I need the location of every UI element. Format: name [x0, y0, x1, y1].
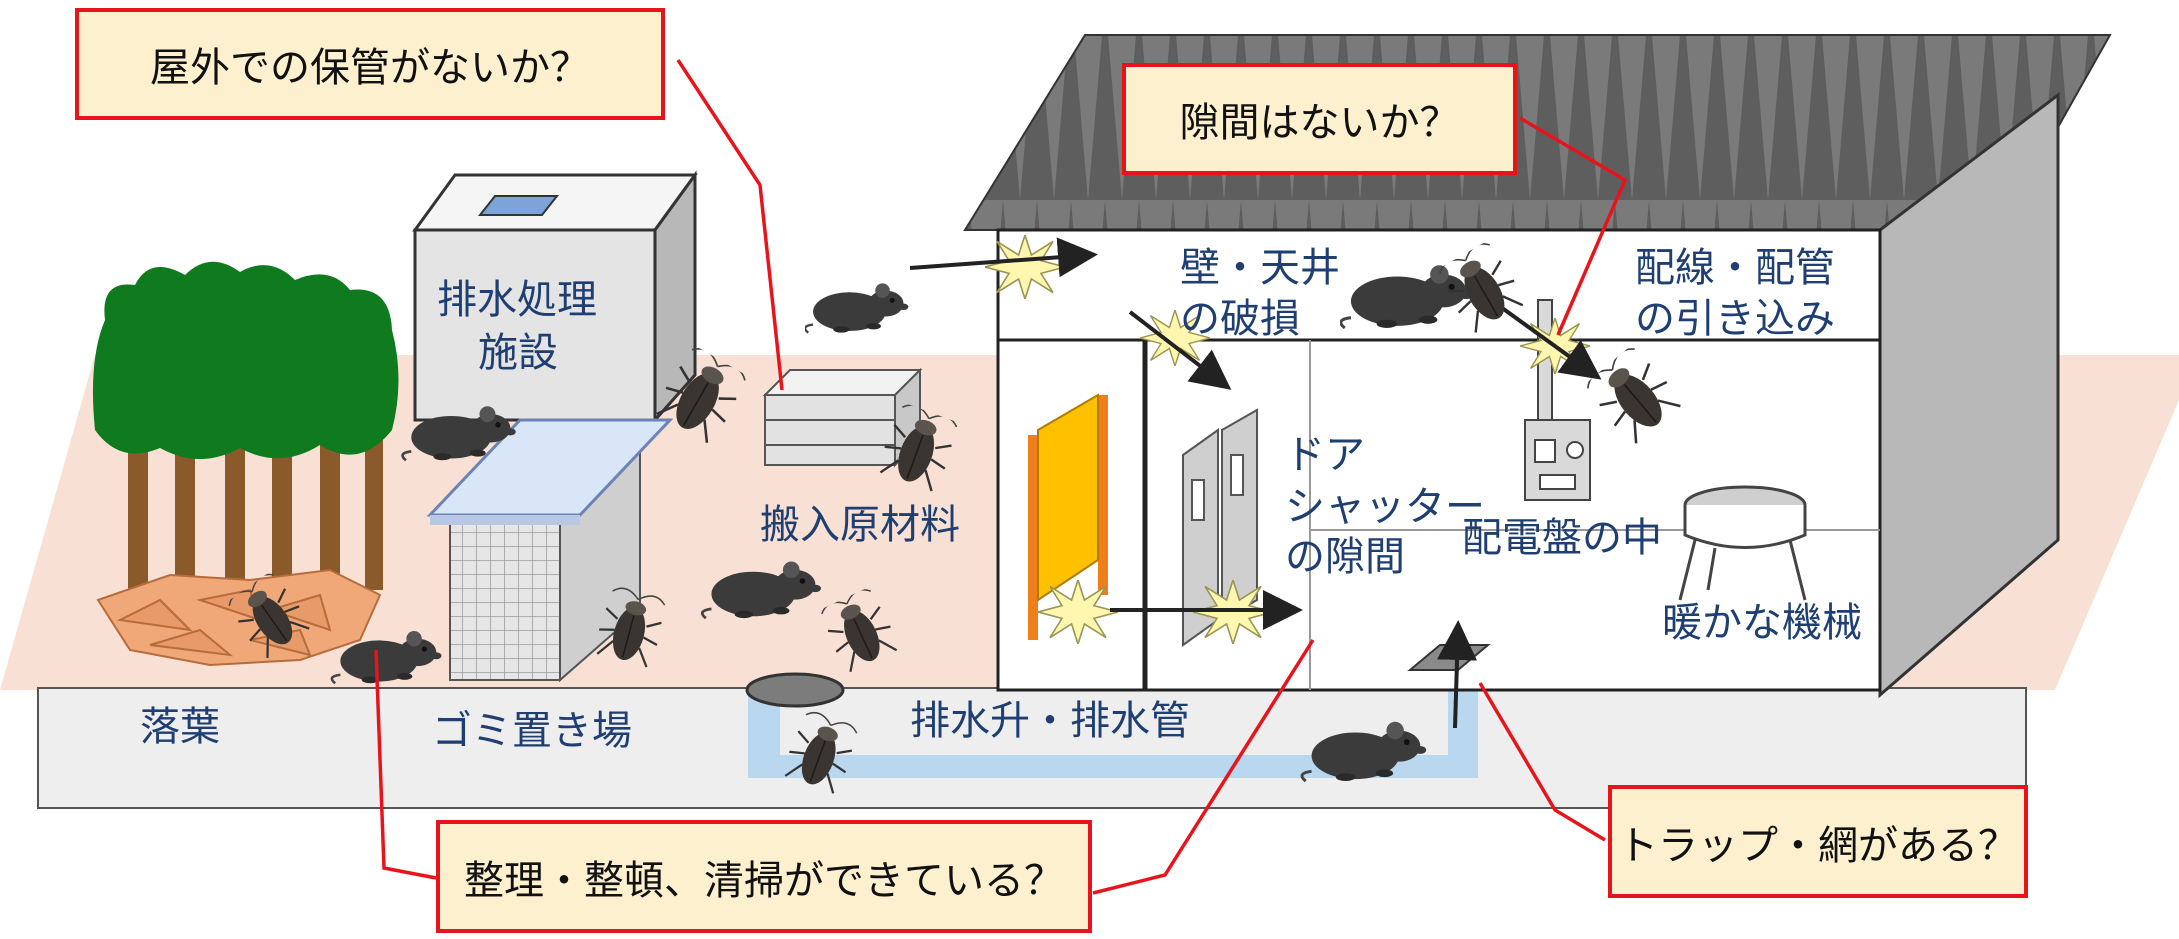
shutter-frame — [1028, 393, 1108, 640]
label-switchboard: 配電盤の中 — [1462, 515, 1662, 561]
label-garbage-area: ゴミ置き場 — [432, 708, 632, 754]
raw-materials-stack — [762, 367, 923, 468]
label-door-line2: シャッター — [1285, 484, 1485, 530]
label-drain-pipe: 排水升・排水管 — [910, 698, 1190, 744]
label-drainage-facility-line1: 排水処理 — [437, 277, 597, 323]
label-wall-ceiling-line1: 壁・天井 — [1180, 245, 1340, 291]
drain-manhole — [745, 672, 845, 708]
rat-icon — [805, 282, 910, 334]
callout-traps: トラップ・網がある？ — [1608, 785, 2028, 898]
label-fallen-leaves: 落葉 — [140, 704, 220, 750]
trees — [92, 261, 399, 590]
label-wiring-line2: の引き込み — [1635, 296, 1835, 342]
callout-lines — [374, 59, 1628, 895]
callout-gaps: 隙間はないか？ — [1122, 63, 1517, 175]
callout-organized: 整理・整頓、清掃ができている？ — [436, 820, 1092, 933]
label-wall-ceiling-line2: の破損 — [1180, 296, 1300, 342]
entry-arrows — [909, 237, 1602, 729]
warm-machine — [1678, 485, 1807, 601]
drainage-facility-building — [412, 170, 698, 424]
label-wiring-line1: 配線・配管 — [1635, 245, 1835, 291]
callout-outdoor-storage: 屋外での保管がないか？ — [75, 8, 665, 120]
label-drainage-facility-line2: 施設 — [478, 330, 558, 376]
label-raw-materials: 搬入原材料 — [760, 502, 960, 548]
label-warm-machine: 暖かな機械 — [1662, 600, 1862, 646]
label-door-line1: ドア — [1285, 432, 1365, 478]
label-door-line3: の隙間 — [1285, 534, 1405, 580]
